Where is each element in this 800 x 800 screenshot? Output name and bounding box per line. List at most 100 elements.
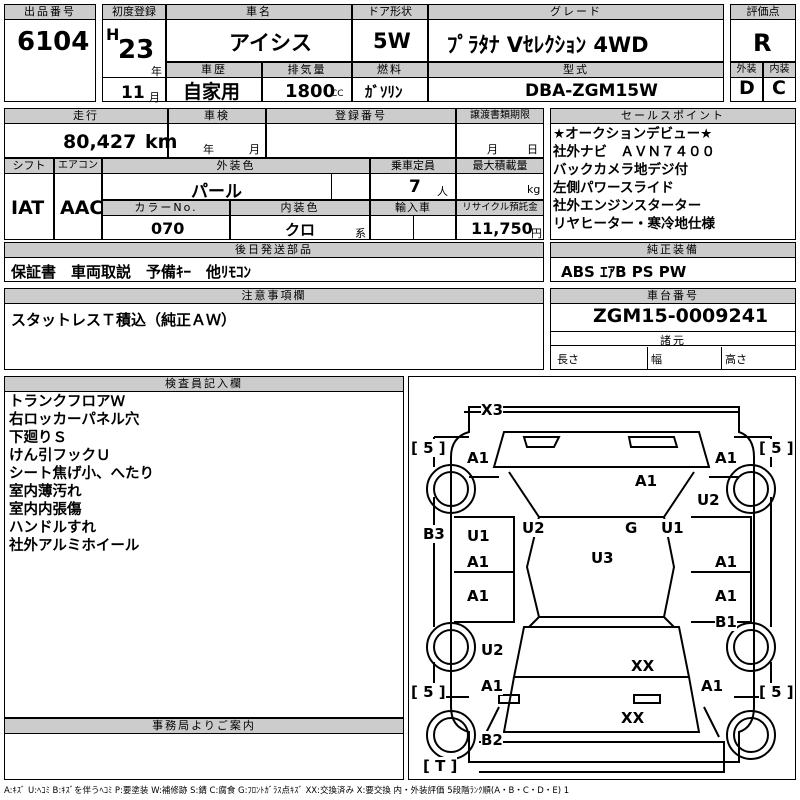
later-parts: 保証書 車両取説 予備ｷｰ 他ﾘﾓｺﾝ bbox=[11, 263, 252, 281]
genuine-header: 純正装備 bbox=[551, 243, 795, 258]
capacity: 7 bbox=[409, 177, 421, 197]
label-u1-r: U1 bbox=[661, 519, 684, 537]
aircon-header: エアコン bbox=[55, 159, 101, 174]
fuel: ｶﾞｿﾘﾝ bbox=[365, 83, 403, 101]
max-load-header: 最大積載量 bbox=[457, 159, 543, 174]
int-color: クロ bbox=[285, 221, 316, 239]
int-color-unit: 系 bbox=[355, 227, 366, 240]
inspector-note: けん引フックＵ bbox=[9, 448, 111, 464]
aircon: AAC bbox=[60, 197, 104, 219]
car-outline bbox=[426, 406, 776, 773]
chassis-number: ZGM15-0009241 bbox=[593, 305, 769, 327]
recycle-header: リサイクル預託金 bbox=[457, 201, 543, 216]
displacement-box: 排気量 1800 CC bbox=[262, 62, 352, 102]
tire-rr-label: [ 5 ] bbox=[759, 683, 794, 701]
history-header: 車歴 bbox=[167, 63, 261, 78]
label-a1-fr: A1 bbox=[715, 449, 738, 467]
dim-width: 幅 bbox=[651, 353, 662, 366]
mileage-unit: km bbox=[145, 131, 178, 153]
month-unit: 月 bbox=[149, 91, 160, 104]
deadline-day-unit: 日 bbox=[527, 143, 538, 156]
eval-header: 評価点 bbox=[731, 5, 795, 20]
lot-number-box: 出品番号 6104 bbox=[4, 4, 96, 102]
tire-rl-label: [ 5 ] bbox=[411, 683, 446, 701]
label-u2-fr: U2 bbox=[697, 491, 720, 509]
sales-point-item: 社外エンジンスターター bbox=[553, 198, 702, 214]
recycle-unit: 円 bbox=[531, 227, 542, 240]
inspector-note: 社外アルミホイール bbox=[9, 538, 140, 554]
mileage: 80,427 bbox=[63, 131, 137, 153]
color-no: 070 bbox=[151, 219, 185, 238]
notes-header: 注意事項欄 bbox=[5, 289, 543, 304]
fuel-header: 燃料 bbox=[353, 63, 427, 78]
label-a1-rrq: A1 bbox=[701, 677, 724, 695]
color-no-header: カラーNo. bbox=[103, 201, 229, 216]
fuel-box: 燃料 ｶﾞｿﾘﾝ bbox=[352, 62, 428, 102]
displacement-unit: CC bbox=[331, 89, 344, 99]
sales-point-box: セールスポイント ★オークションデビュー★ 社外ナビ ＡＶＮ７４００ バックカメ… bbox=[550, 108, 796, 240]
capacity-header: 乗車定員 bbox=[371, 159, 455, 174]
label-b2: B2 bbox=[481, 731, 503, 749]
import-header: 輸入車 bbox=[371, 201, 455, 216]
sales-point-item: バックカメラ地デジ付 bbox=[553, 162, 688, 178]
door-box: ドア形状 5W bbox=[352, 4, 428, 62]
int-header: 内装 bbox=[764, 63, 795, 78]
ext-color: パール bbox=[191, 182, 242, 202]
label-xx-b: XX bbox=[621, 709, 645, 727]
max-load-box: 最大積載量 kg bbox=[456, 158, 544, 200]
grade-header: グレード bbox=[429, 5, 723, 20]
car-name-box: 車名 アイシス bbox=[166, 4, 352, 62]
capacity-unit: 人 bbox=[437, 185, 448, 198]
ext-score: D bbox=[739, 77, 755, 99]
int-score-box: 内装 C bbox=[763, 62, 796, 102]
inspector-note: トランクフロアＷ bbox=[9, 394, 125, 410]
dim-height: 高さ bbox=[725, 353, 747, 366]
genuine-box: 純正装備 ABS ｴｱB PS PW bbox=[550, 242, 796, 282]
shift-header: シフト bbox=[5, 159, 53, 174]
model-box: 型式 DBA-ZGM15W bbox=[428, 62, 724, 102]
int-score: C bbox=[772, 77, 786, 99]
first-reg-box: 初度登録 H 23 年 11 月 bbox=[102, 4, 166, 104]
displacement-header: 排気量 bbox=[263, 63, 351, 78]
label-a1-rl: A1 bbox=[481, 677, 504, 695]
sales-point-item: ★オークションデビュー★ bbox=[553, 126, 713, 142]
ext-score-box: 外装 D bbox=[730, 62, 763, 102]
label-a1-rd: A1 bbox=[715, 553, 738, 571]
int-color-header: 内装色 bbox=[231, 201, 369, 216]
inspector-note: 室内内張傷 bbox=[9, 502, 82, 518]
dimensions-header: 諸元 bbox=[551, 332, 795, 347]
door-type: 5W bbox=[373, 29, 411, 53]
office-box: 事務局よりご案内 bbox=[4, 718, 404, 780]
inspector-box: 検査員記入欄 トランクフロアＷ 右ロッカーパネル穴 下廻りＳ けん引フックＵ シ… bbox=[4, 376, 404, 718]
label-b3: B3 bbox=[423, 525, 445, 543]
shift: IAT bbox=[11, 197, 45, 219]
chassis-box: 車台番号 ZGM15-0009241 諸元 長さ 幅 高さ bbox=[550, 288, 796, 370]
tire-fr-label: [ 5 ] bbox=[759, 439, 794, 457]
color-no-box: カラーNo. 070 bbox=[102, 200, 230, 240]
ext-color-header: 外装色 bbox=[103, 159, 369, 174]
car-diagram: X3 [ 5 ] [ 5 ] A1 A1 A1 U2 B3 U1 U2 G U1… bbox=[408, 376, 796, 780]
sales-point-header: セールスポイント bbox=[551, 109, 795, 124]
label-a1-ld: A1 bbox=[467, 553, 490, 571]
label-g: G bbox=[625, 519, 638, 537]
sales-point-item: 社外ナビ ＡＶＮ７４００ bbox=[553, 144, 715, 160]
capacity-box: 乗車定員 7 人 bbox=[370, 158, 456, 200]
recycle-fee: 11,750 bbox=[471, 219, 533, 238]
recycle-box: リサイクル預託金 11,750 円 bbox=[456, 200, 544, 240]
label-xx-c: XX bbox=[631, 657, 655, 675]
tire-fl-label: [ 5 ] bbox=[411, 439, 446, 457]
notes: スタットレスＴ積込（純正ＡＷ） bbox=[11, 311, 237, 329]
inspection-box: 車検 年 月 bbox=[168, 108, 266, 158]
reg-no-header: 登録番号 bbox=[267, 109, 455, 124]
max-load-unit: kg bbox=[527, 183, 541, 196]
era: H bbox=[106, 25, 120, 44]
car-name-header: 車名 bbox=[167, 5, 351, 20]
tire-t-label: [ T ] bbox=[423, 757, 458, 775]
deadline-month-unit: 月 bbox=[487, 143, 498, 156]
label-u1-l: U1 bbox=[467, 527, 490, 545]
year-unit: 年 bbox=[151, 65, 162, 78]
inspector-note-list: トランクフロアＷ 右ロッカーパネル穴 下廻りＳ けん引フックＵ シート焦げ小、へ… bbox=[9, 393, 154, 555]
car-name: アイシス bbox=[229, 31, 312, 55]
office-header: 事務局よりご案内 bbox=[5, 719, 403, 734]
import-box: 輸入車 bbox=[370, 200, 456, 240]
